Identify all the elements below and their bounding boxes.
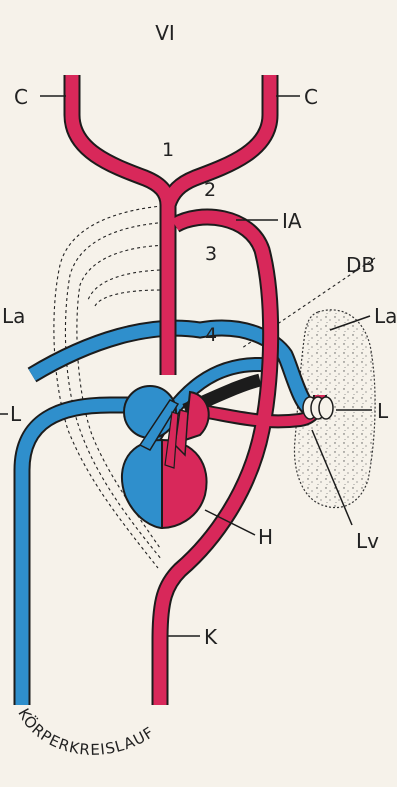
arch-number-1: 1 — [162, 139, 174, 161]
body-vein — [22, 405, 150, 705]
arch-number-4: 4 — [205, 324, 217, 346]
label-h: H — [258, 525, 273, 549]
label-la-right: La — [374, 304, 397, 328]
label-l-left: L — [10, 402, 22, 426]
label-ia: IA — [282, 209, 302, 233]
label-c-right: C — [304, 85, 318, 109]
label-db: DB — [346, 253, 375, 277]
arch-number-2: 2 — [204, 179, 216, 201]
label-la-left: La — [2, 304, 25, 328]
label-l-right: L — [377, 399, 389, 423]
arch-number-3: 3 — [205, 243, 217, 265]
label-lv: Lv — [356, 529, 379, 553]
page-title: VI — [155, 21, 175, 45]
label-c-left: C — [14, 85, 28, 109]
lung-capillary — [303, 397, 333, 419]
carotid-left — [72, 75, 168, 205]
carotid-right — [168, 75, 270, 205]
circuit-label: KÖRPERKREISLAUF — [14, 705, 157, 759]
label-k: K — [204, 625, 218, 649]
heart-icon — [122, 386, 209, 528]
